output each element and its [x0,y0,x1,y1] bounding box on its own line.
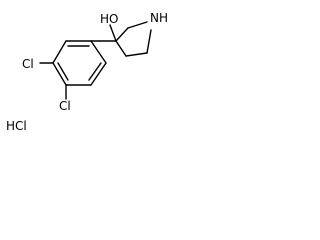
pyrrolidine-ring [115,21,152,57]
ring-bond [115,40,127,57]
ring-bond [127,21,148,29]
ring-bond [146,29,152,54]
structure-canvas: HO NH Cl Cl HCl [0,0,190,139]
benzene-ring [52,40,107,86]
ring-bond [115,27,129,42]
hydroxyl-bond [109,24,117,42]
ring-double-bond [88,62,102,81]
ring-bond [90,62,107,86]
ring-bond [52,62,67,86]
amine-label: NH [150,11,168,25]
chloro-label-upper: Cl [22,57,34,71]
ring-bond [90,40,107,64]
ring-double-bond [57,62,69,81]
ring-bond [125,52,148,57]
hydroxyl-label: HO [100,12,118,26]
ring-bond [52,40,67,64]
chloro-label-lower: Cl [59,99,71,113]
hcl-salt-label: HCl [6,119,27,133]
chemical-structure-diagram: HO NH Cl Cl HCl [6,11,168,133]
